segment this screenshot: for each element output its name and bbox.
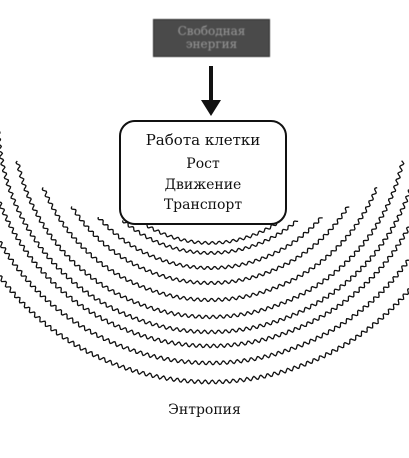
free-energy-label-line-1: Свободная [177, 24, 246, 38]
entropy-wave-arc [122, 220, 299, 256]
free-energy-label-line-2: энергия [185, 37, 238, 51]
entropy-wave-arc [0, 201, 409, 349]
entropy-wave-arc [0, 241, 409, 366]
entropy-wave-arc [41, 186, 378, 303]
entropy-wave-arc [0, 131, 409, 335]
cell-work-item-movement: Движение [164, 177, 242, 193]
entropy-wave-arc [97, 217, 323, 271]
free-energy-box: Свободная энергия [153, 19, 270, 57]
cell-work-box: Работа клетки Рост Движение Транспорт [119, 120, 287, 225]
cell-work-title: Работа клетки [145, 131, 261, 149]
entropy-waves [0, 131, 409, 385]
entropy-wave-arc [0, 275, 409, 385]
entropy-wave-arc [15, 160, 405, 320]
entropy-wave-arc [70, 206, 350, 286]
entropy-wave-arc [140, 220, 279, 246]
down-arrow [201, 66, 221, 116]
cell-work-item-transport: Транспорт [163, 197, 243, 213]
cell-work-item-growth: Рост [186, 156, 220, 172]
entropy-label: Энтропия [168, 402, 241, 418]
